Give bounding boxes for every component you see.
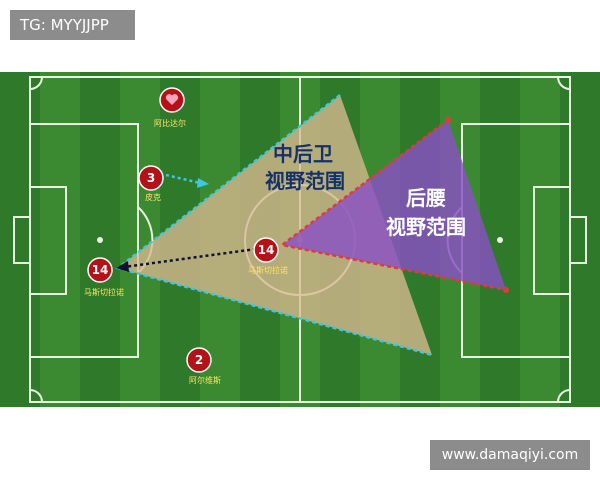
dm-edge-endpoint-top [445, 117, 451, 123]
player-marker: 14 马斯切拉诺 [84, 257, 124, 297]
corner-arc-bl [29, 389, 43, 403]
player-number: 2 [195, 353, 203, 367]
movement-arrow-3 [165, 173, 209, 188]
heart-icon [165, 94, 179, 105]
left-penalty-spot [97, 237, 103, 243]
corner-arc-tl [29, 76, 43, 90]
defensive-mid-zone-label-line2: 视野范围 [386, 215, 466, 239]
corner-arc-br [557, 389, 571, 403]
center-back-vision-zone [118, 95, 432, 355]
pitch-svg: 中后卫 视野范围 后腰 视野范围 阿比达尔 3 皮克 14 马斯切拉诺 [0, 72, 600, 407]
player-name: 马斯切拉诺 [84, 287, 124, 297]
football-pitch-diagram: 中后卫 视野范围 后腰 视野范围 阿比达尔 3 皮克 14 马斯切拉诺 [0, 72, 600, 407]
player-marker: 3 皮克 [138, 165, 164, 202]
corner-arc-tr [557, 76, 571, 90]
defensive-mid-zone-label-line1: 后腰 [406, 186, 446, 210]
right-goal [569, 216, 587, 264]
player-number: 14 [258, 243, 275, 257]
center-back-zone-label-line2: 视野范围 [265, 169, 345, 193]
player-number: 14 [92, 263, 109, 277]
pass-arrow-dm-to-cb [116, 247, 257, 272]
player-marker: 2 阿尔维斯 [186, 347, 221, 385]
right-penalty-spot [497, 237, 503, 243]
player-name: 阿比达尔 [154, 118, 186, 128]
player-name: 马斯切拉诺 [248, 265, 288, 275]
watermark-tag: TG: MYYJJPP [10, 10, 135, 40]
defensive-mid-vision-edge [279, 119, 507, 292]
player-number: 3 [147, 171, 155, 185]
center-back-zone-label-line1: 中后卫 [273, 142, 333, 166]
player-name: 皮克 [145, 192, 161, 202]
website-badge: www.damaqiyi.com [430, 440, 590, 470]
left-goal [13, 216, 31, 264]
defensive-mid-vision-zone [282, 120, 506, 290]
player-marker: 14 马斯切拉诺 [248, 237, 288, 275]
player-marker: 阿比达尔 [154, 87, 186, 128]
dm-edge-endpoint-bottom [503, 287, 509, 293]
player-name: 阿尔维斯 [189, 375, 221, 385]
